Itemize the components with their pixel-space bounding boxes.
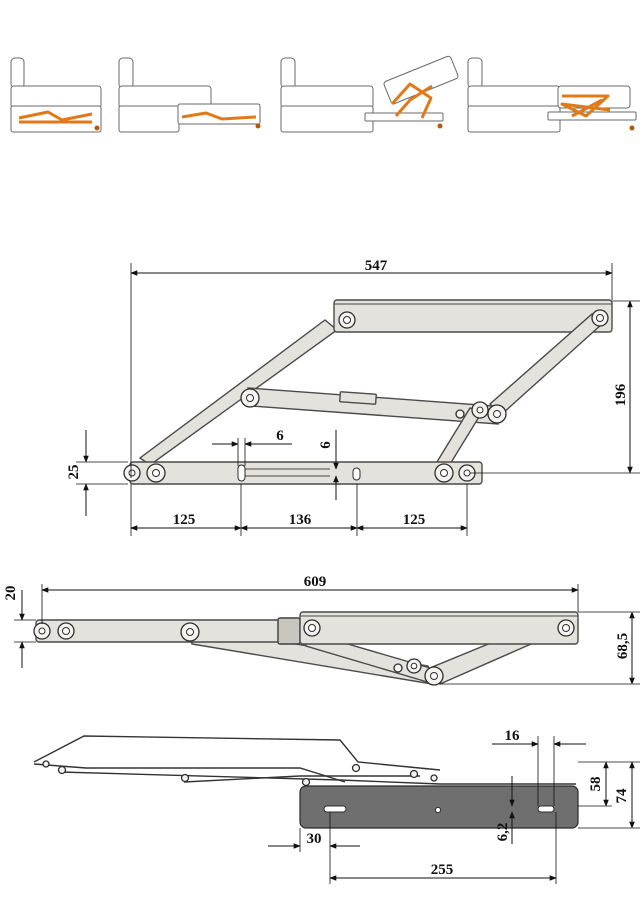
dim-overall-length: 609 <box>304 574 327 590</box>
dim-slot-width: 6 <box>276 428 284 444</box>
sofa-stage-4 <box>467 57 637 133</box>
dim-slot-offset: 6,2 <box>495 823 511 842</box>
top-view: 16 58 74 6,2 30 255 <box>33 728 640 884</box>
side-view-open: 547 196 25 6 6 125 136 125 <box>66 258 640 536</box>
dim-folded-height: 68,5 <box>615 633 631 659</box>
side-view-folded: 609 20 68,5 <box>3 574 640 686</box>
dim-span-left: 125 <box>173 512 196 528</box>
dim-base-offset: 25 <box>66 465 82 480</box>
dim-folded-offset: 20 <box>3 586 19 601</box>
dim-slot-height: 6 <box>318 441 334 449</box>
dim-edge-offset: 30 <box>307 831 322 847</box>
dim-plate-outer: 74 <box>614 788 630 804</box>
dim-hole-distance: 255 <box>431 862 454 878</box>
dim-overall-width: 547 <box>365 258 388 274</box>
dim-height: 196 <box>613 383 629 406</box>
dim-hole-spacing: 16 <box>505 728 521 744</box>
sofa-stage-3 <box>280 55 459 133</box>
dim-span-middle: 136 <box>289 512 312 528</box>
sofa-stage-2 <box>118 57 261 133</box>
sofa-stages <box>10 55 637 133</box>
dim-span-right: 125 <box>403 512 426 528</box>
sofa-stage-1 <box>10 57 102 133</box>
dim-plate-inner: 58 <box>588 777 604 792</box>
